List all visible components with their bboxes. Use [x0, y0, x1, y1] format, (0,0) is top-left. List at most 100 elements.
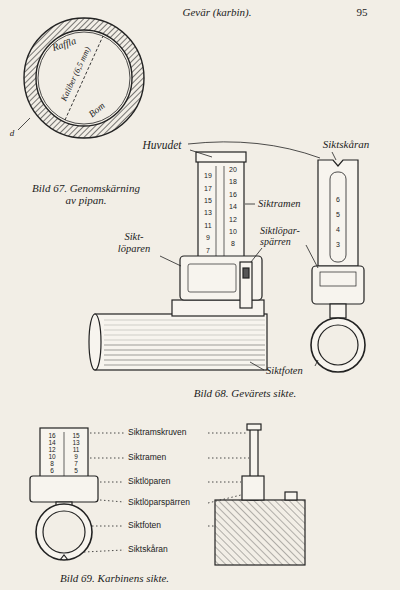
barrel-section [18, 118, 30, 130]
carbine-sight-side [215, 424, 305, 565]
rifle-sight-side [104, 345, 265, 346]
scale-number: 7 [74, 460, 78, 467]
rifle-sight-front [311, 160, 365, 372]
rifle-sight-side [104, 355, 265, 356]
rifle-sight-side [104, 320, 265, 365]
rifle-sight-side [104, 340, 265, 341]
scale-number: 10 [229, 228, 237, 236]
figure-caption: Bild 67. Genomskärning av pipan. [30, 182, 142, 206]
scale-number: 15 [204, 197, 212, 205]
scale-number: 18 [229, 179, 237, 187]
scale-number: 14 [229, 203, 237, 211]
part-label: Siktramen [258, 198, 301, 210]
rifle-sight-front [311, 318, 365, 372]
rifle-sight-side [224, 166, 225, 256]
leader-line [160, 142, 336, 370]
carbine-sight-side [247, 424, 261, 430]
scale-number: 3 [336, 241, 340, 249]
rifle-sight-side [188, 264, 236, 292]
scale-number: 13 [72, 439, 79, 446]
leader-line [315, 360, 318, 366]
page-header: Gevär (karbin). [182, 6, 251, 18]
part-label: Siktskåran [128, 545, 168, 554]
rifle-sight-side [104, 365, 265, 366]
scale-number: 12 [229, 216, 237, 224]
figure-caption: Bild 69. Karbinens sikte. [60, 572, 169, 584]
leader-line [251, 248, 262, 262]
carbine-sight-front [43, 511, 85, 553]
barrel-section [24, 18, 144, 138]
part-label: Siktramen [128, 453, 166, 462]
carbine-sight-side [285, 492, 297, 500]
scale-number: 20 [229, 166, 237, 174]
carbine-sight-front [60, 555, 68, 560]
rifle-sight-front [330, 172, 346, 262]
scale-number: 19 [204, 172, 212, 180]
part-label: Siktskåran [323, 138, 369, 150]
leader-line [160, 256, 181, 266]
part-label: Siktlöparspärren [128, 498, 190, 507]
carbine-sight-front [36, 504, 92, 560]
leader-line [332, 152, 336, 160]
leader-line [245, 204, 255, 205]
rifle-sight-side [198, 160, 244, 260]
figure-caption: Bild 68. Gevärets sikte. [194, 387, 297, 399]
leader-line [84, 550, 124, 552]
scale-number: 8 [231, 241, 235, 249]
scale-number: 8 [50, 460, 54, 467]
rifle-sight-side [95, 314, 267, 370]
carbine-sight-front [30, 476, 98, 502]
scale-number: 11 [204, 222, 211, 230]
scale-number: 13 [204, 210, 212, 218]
page-number: 95 [357, 6, 368, 18]
barrel-section [38, 32, 130, 124]
scale-number: 7 [206, 247, 210, 255]
rifle-sight-side [243, 268, 249, 278]
carbine-sight-side [242, 476, 264, 500]
leader-line [90, 458, 249, 459]
part-label: Siktlöpar- spärren [260, 225, 310, 247]
scale-number: 17 [204, 185, 212, 193]
scale-number: 16 [229, 191, 237, 199]
part-label: Huvudet [143, 139, 182, 152]
scale-number: 6 [336, 196, 340, 204]
leader-line [306, 245, 318, 268]
rifle-sight-front [330, 304, 346, 318]
rifle-sight-side [240, 262, 252, 308]
scale-number: 16 [48, 432, 55, 439]
rifle-sight-side [104, 320, 265, 321]
rifle-sight-side [196, 152, 246, 162]
part-label: Sikt- löparen [108, 231, 160, 254]
rifle-sight-front [312, 266, 364, 304]
rifle-sight-front [318, 325, 358, 365]
part-label: Siktramskruven [128, 428, 187, 437]
carbine-sight-front [40, 428, 88, 478]
scale-number: 11 [73, 446, 80, 453]
scale-number: 15 [72, 432, 79, 439]
scale-number: 14 [48, 439, 55, 446]
part-label: d [10, 129, 15, 139]
scale-number: 5 [336, 211, 340, 219]
scale-number: 6 [50, 467, 54, 474]
rifle-sight-side [104, 330, 265, 331]
leader-line [188, 142, 320, 158]
scale-number: 12 [48, 446, 55, 453]
scale-number: 5 [74, 467, 78, 474]
rifle-sight-side [89, 314, 101, 370]
part-label: Siktfoten [266, 365, 303, 377]
scale-number: 9 [206, 234, 210, 242]
part-label: Siktfoten [128, 521, 161, 530]
part-label: Bom [87, 100, 107, 119]
rifle-sight-front [320, 272, 356, 286]
rifle-sight-front [318, 160, 358, 266]
carbine-sight-front [30, 428, 98, 560]
rifle-sight-side [104, 335, 265, 336]
scale-number: 9 [74, 453, 78, 460]
rifle-sight-side [216, 166, 217, 256]
scale-number: 4 [336, 226, 340, 234]
rifle-sight-side [104, 325, 265, 326]
leader-line [250, 362, 264, 370]
carbine-sight-front [64, 432, 65, 476]
